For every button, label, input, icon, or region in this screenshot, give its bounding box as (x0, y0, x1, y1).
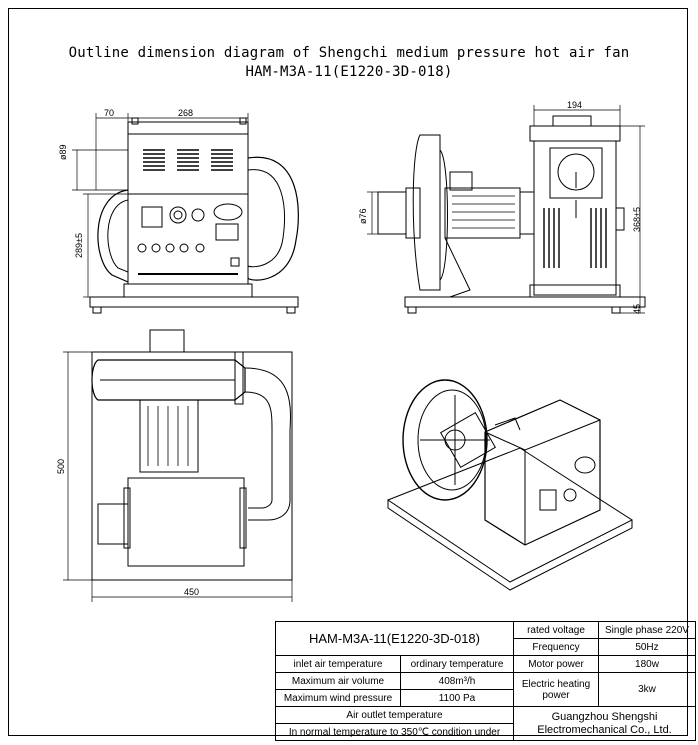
spec-outlet-value: In normal temperature to 350℃ condition … (275, 723, 514, 741)
spec-pressure-value: 1100 Pa (400, 689, 514, 707)
spec-voltage-label: rated voltage (513, 621, 599, 639)
spec-freq-value: 50Hz (598, 638, 696, 656)
spec-outlet-label: Air outlet temperature (275, 706, 514, 724)
spec-freq-label: Frequency (513, 638, 599, 656)
dim-side-diam: ø76 (358, 208, 368, 224)
dim-side-height: 368±5 (632, 207, 642, 232)
spec-motor-label: Motor power (513, 655, 599, 673)
spec-volume-label: Maximum air volume (275, 672, 401, 690)
top-view (63, 329, 293, 602)
dim-front-width: 268 (178, 108, 194, 118)
spec-model: HAM-M3A-11(E1220-3D-018) (275, 621, 514, 656)
dim-front-diam: ø89 (58, 144, 68, 160)
dim-side-width: 194 (567, 100, 583, 110)
front-view (72, 113, 299, 314)
dim-top-width: 450 (184, 587, 200, 597)
title-line-2: HAM-M3A-11(E1220-3D-018) (245, 64, 453, 80)
dim-front-offset: 70 (104, 108, 115, 118)
spec-pressure-label: Maximum wind pressure (275, 689, 401, 707)
spec-table: HAM-M3A-11(E1220-3D-018) rated voltage S… (275, 621, 696, 741)
spec-inlet-value: ordinary temperature (400, 655, 514, 673)
dim-side-base: 45 (632, 303, 642, 314)
spec-heat-value: 3kw (598, 672, 696, 707)
side-view (367, 105, 646, 314)
spec-voltage-value: Single phase 220V (598, 621, 696, 639)
dim-front-height: 289±5 (74, 233, 84, 258)
spec-motor-value: 180w (598, 655, 696, 673)
spec-company: Guangzhou Shengshi Electromechanical Co.… (513, 706, 696, 741)
dim-top-depth: 500 (56, 458, 66, 474)
title-line-1: Outline dimension diagram of Shengchi me… (68, 45, 630, 61)
spec-volume-value: 408m³/h (400, 672, 514, 690)
spec-heat-label: Electric heating power (513, 672, 599, 707)
spec-inlet-label: inlet air temperature (275, 655, 401, 673)
iso-view (386, 379, 634, 591)
